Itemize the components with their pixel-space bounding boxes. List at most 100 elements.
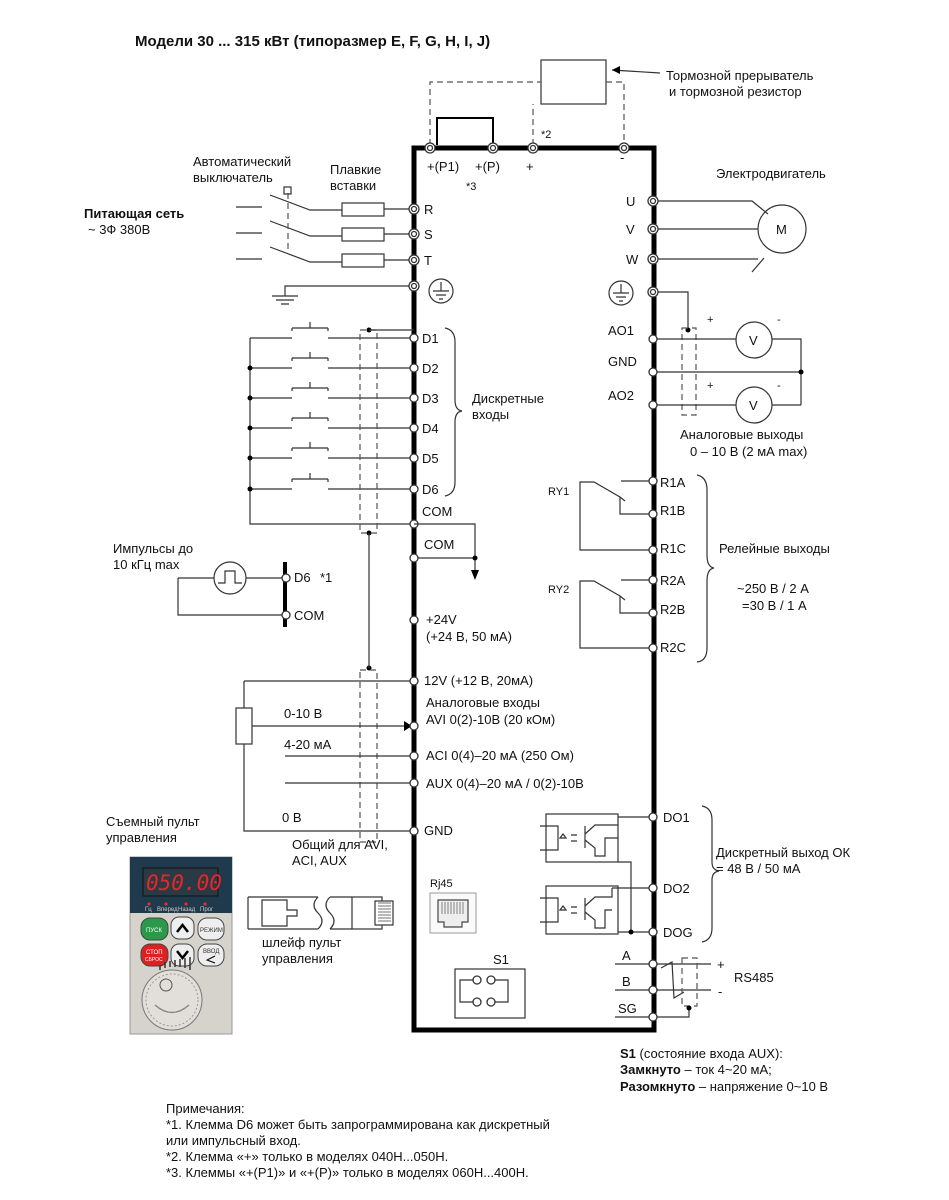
note-2: *2. Клемма «+» только в моделях 040Н...0… bbox=[166, 1149, 448, 1164]
svg-text:DOG: DOG bbox=[663, 925, 693, 940]
note-1: *1. Клемма D6 может быть запрограммирова… bbox=[166, 1117, 550, 1132]
di-brace bbox=[444, 327, 463, 497]
note-1-cont: или импульсный вход. bbox=[166, 1133, 301, 1148]
fuse-label: Плавкие bbox=[330, 162, 381, 177]
diagram-title: Модели 30 ... 315 кВт (типоразмер E, F, … bbox=[135, 33, 490, 50]
ao-spec: 0 – 10 В (2 мА max) bbox=[690, 444, 807, 459]
enter-button[interactable] bbox=[197, 943, 225, 967]
brake-box bbox=[540, 59, 607, 105]
ai-header: Аналоговые входы bbox=[426, 695, 540, 710]
svg-text:R2A: R2A bbox=[660, 573, 686, 588]
svg-text:R1B: R1B bbox=[660, 503, 685, 518]
analog-inputs: 0-10 В 4-20 мА 0 В Аналоговые входы AVI … bbox=[235, 669, 584, 868]
down-button[interactable] bbox=[170, 943, 195, 967]
svg-text:12V (+12 В, 20мА): 12V (+12 В, 20мА) bbox=[424, 673, 533, 688]
breaker-contacts bbox=[269, 194, 342, 263]
label-p: +(P) bbox=[475, 159, 500, 174]
note-3: *3. Клеммы «+(Р1)» и «+(Р)» только в мод… bbox=[166, 1165, 529, 1180]
s1-switch: S1 bbox=[454, 952, 526, 1019]
optocoupler-2 bbox=[545, 885, 619, 935]
terminal-u-label: U bbox=[626, 194, 635, 209]
dial-knob[interactable] bbox=[141, 969, 203, 1031]
ao1-label: AO1 bbox=[608, 323, 634, 338]
note-mark-2: *2 bbox=[541, 129, 551, 141]
supply-spec: ~ 3Ф 380В bbox=[88, 222, 150, 237]
label-plus: + bbox=[526, 159, 534, 174]
svg-text:RY1: RY1 bbox=[548, 486, 569, 498]
svg-text:COM: COM bbox=[424, 537, 454, 552]
optocoupler-icon bbox=[540, 824, 618, 929]
svg-text:+24V: +24V bbox=[426, 612, 457, 627]
brake-dashed-wire-minus bbox=[606, 81, 625, 145]
run-button[interactable] bbox=[140, 917, 169, 941]
svg-text:РЕЖИМ: РЕЖИМ bbox=[200, 928, 223, 934]
motor-section: Электродвигатель U V W M bbox=[626, 166, 826, 273]
rj45-port: Rj45 bbox=[429, 878, 477, 934]
svg-text:*1: *1 bbox=[320, 570, 332, 585]
relay-ry2 bbox=[579, 579, 653, 649]
svg-text:Назад: Назад bbox=[178, 907, 196, 913]
digital-inputs: D1 D2 D3 D4 D5 D6 COM Дискретные входы C… bbox=[247, 322, 544, 671]
svg-text:(+24 В, 50 мА): (+24 В, 50 мА) bbox=[426, 629, 512, 644]
dc-terminals: +(P1) +(P) + - bbox=[424, 142, 630, 174]
svg-text:R2B: R2B bbox=[660, 602, 685, 617]
arrow-icon bbox=[404, 721, 412, 731]
svg-text:D6: D6 bbox=[422, 482, 439, 497]
svg-text:D3: D3 bbox=[422, 391, 439, 406]
svg-text:-: - bbox=[777, 380, 781, 392]
svg-text:-: - bbox=[777, 314, 781, 326]
power-supply-outputs: +24V (+24 В, 50 мА) 12V (+12 В, 20мА) bbox=[409, 612, 533, 688]
relay-brace bbox=[696, 474, 715, 663]
relay-label: Релейные выходы bbox=[719, 541, 830, 556]
svg-text:шлейф пульт: шлейф пульт bbox=[262, 935, 341, 950]
svg-text:управления: управления bbox=[262, 951, 333, 966]
svg-text:ПУСК: ПУСК bbox=[146, 928, 162, 934]
down-arrow-icon bbox=[471, 570, 479, 580]
power-input: Автоматический выключатель Плавкие встав… bbox=[84, 154, 454, 305]
svg-text:~250 В / 2 А: ~250 В / 2 А bbox=[737, 581, 809, 596]
label-p1: +(P1) bbox=[427, 159, 459, 174]
svg-text:Замкнуто – ток 4~20 мА;: Замкнуто – ток 4~20 мА; bbox=[620, 1062, 772, 1077]
svg-text:Rj45: Rj45 bbox=[430, 878, 453, 890]
fuse-label-2: вставки bbox=[330, 178, 376, 193]
di-label: Дискретные bbox=[472, 391, 544, 406]
voltmeter-icon bbox=[735, 321, 773, 359]
motor-label: Электродвигатель bbox=[716, 166, 826, 181]
motor-symbol: M bbox=[776, 222, 787, 237]
ground-icon bbox=[272, 285, 414, 305]
svg-text:СТОП: СТОП bbox=[146, 950, 163, 956]
svg-text:D5: D5 bbox=[422, 451, 439, 466]
earth-symbol-icon bbox=[608, 280, 634, 306]
keypad: Съемный пульт управления 050.00 Гц Впере… bbox=[106, 814, 233, 1035]
svg-text:V: V bbox=[749, 398, 758, 413]
terminal-v-label: V bbox=[626, 222, 635, 237]
chevron-up-icon bbox=[176, 922, 189, 933]
svg-text:D1: D1 bbox=[422, 331, 439, 346]
shield-di bbox=[359, 329, 378, 534]
display-value: 050.00 bbox=[146, 871, 222, 895]
footnotes: Примечания: *1. Клемма D6 может быть зап… bbox=[166, 1101, 550, 1180]
terminal-s-label: S bbox=[424, 227, 433, 242]
switch-group bbox=[250, 322, 414, 490]
svg-text:R1A: R1A bbox=[660, 475, 686, 490]
terminal-t-label: T bbox=[424, 253, 432, 268]
svg-text:управления: управления bbox=[106, 830, 177, 845]
ao-label: Аналоговые выходы bbox=[680, 427, 803, 442]
up-button[interactable] bbox=[170, 916, 195, 940]
svg-text:+: + bbox=[707, 380, 713, 392]
brake-label-2: и тормозной резистор bbox=[669, 84, 802, 99]
stop-button[interactable] bbox=[140, 943, 169, 967]
relay-outputs: RY1 RY2 R1A R1B R1C R2A R2B R2C Релейные… bbox=[548, 474, 830, 663]
brake-dashed-wire-p1 bbox=[429, 81, 541, 145]
svg-text:AVI 0(2)-10В (20 кОм): AVI 0(2)-10В (20 кОм) bbox=[426, 712, 555, 727]
fuse-t bbox=[341, 253, 385, 268]
dial-grip-icon bbox=[159, 978, 173, 992]
svg-text:B: B bbox=[622, 974, 631, 989]
svg-text:Разомкнуто – напряжение 0~10 В: Разомкнуто – напряжение 0~10 В bbox=[620, 1079, 828, 1094]
notes-header: Примечания: bbox=[166, 1101, 245, 1116]
mode-button[interactable] bbox=[197, 917, 225, 941]
svg-text:GND: GND bbox=[424, 823, 453, 838]
svg-text:ACI 0(4)–20 мА (250 Ом): ACI 0(4)–20 мА (250 Ом) bbox=[426, 748, 574, 763]
svg-text:DO1: DO1 bbox=[663, 810, 690, 825]
